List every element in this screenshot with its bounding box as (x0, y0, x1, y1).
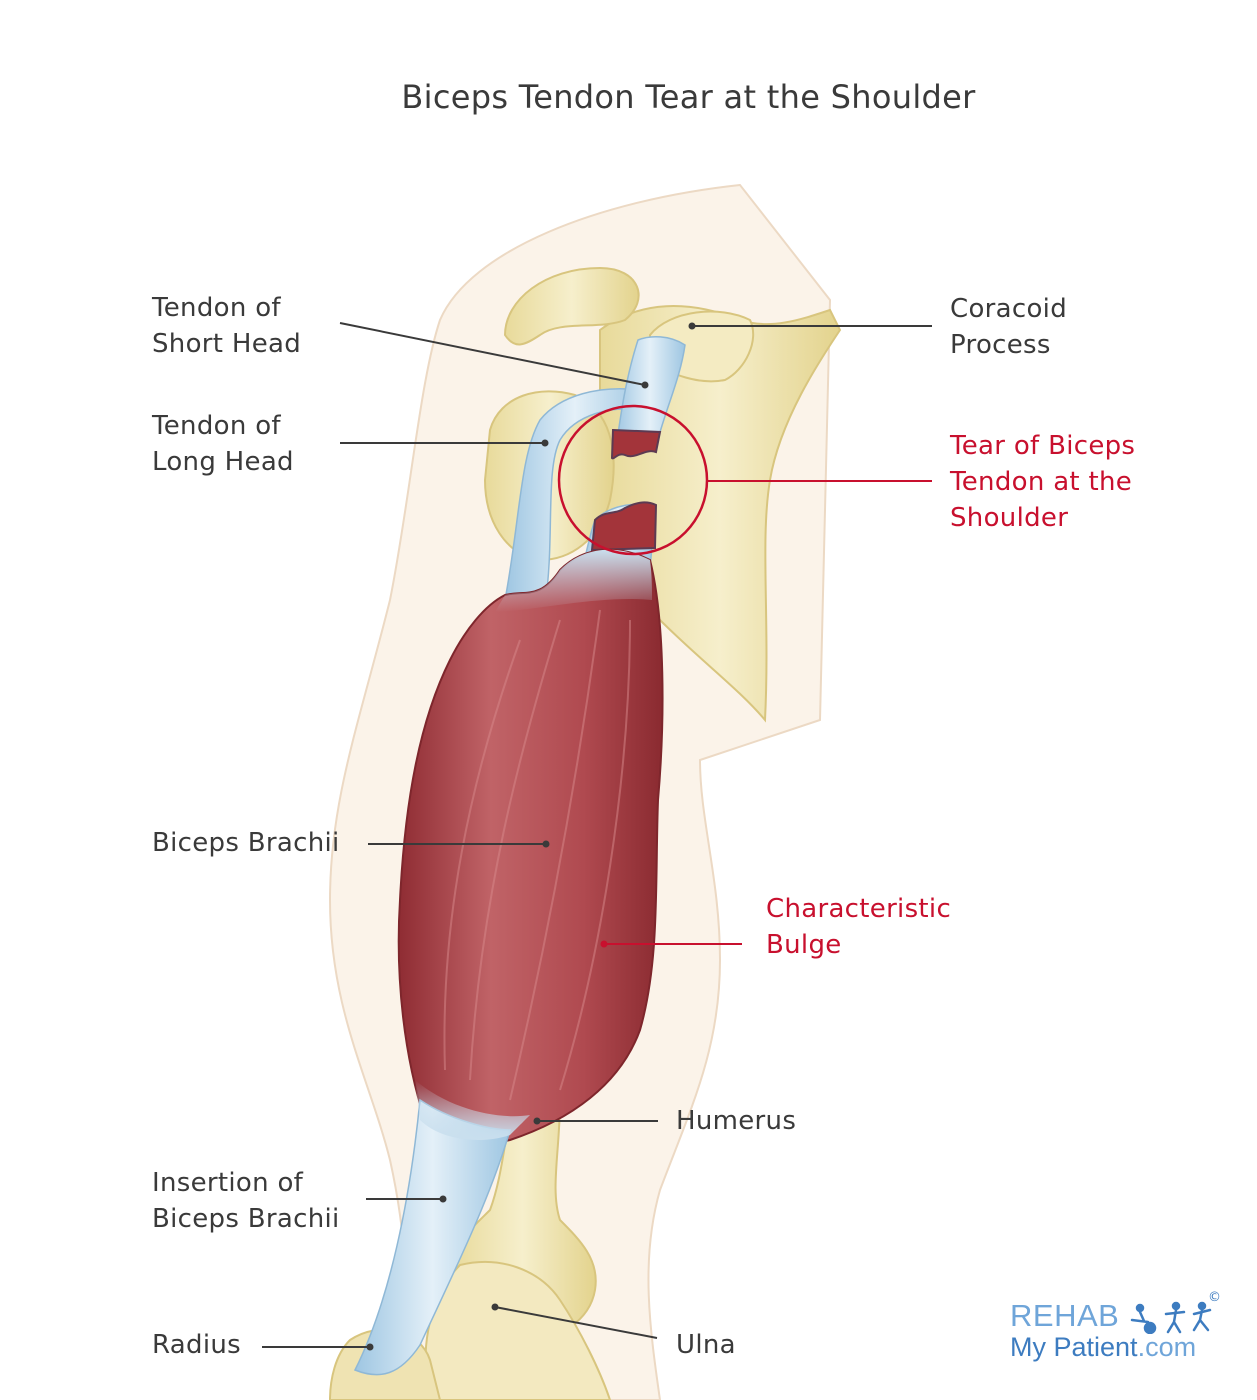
diagram-title: Biceps Tendon Tear at the Shoulder (401, 78, 976, 116)
label-long-head: Tendon of Long Head (152, 411, 294, 477)
label-ulna: Ulna (676, 1330, 736, 1360)
leader-long-head-dot (541, 439, 549, 447)
logo-line2-main: My Patient (1010, 1332, 1138, 1362)
leader-humerus-dot (533, 1117, 541, 1125)
leader-lines (262, 322, 932, 1351)
tear-edge-upper (610, 428, 662, 460)
label-biceps-brachii: Biceps Brachii (152, 828, 340, 858)
label-radius: Radius (152, 1330, 241, 1360)
logo-line1: REHAB (1010, 1298, 1120, 1333)
acromion-bone (503, 266, 640, 346)
leader-coracoid-dot (688, 322, 696, 330)
label-tear: Tear of Biceps Tendon at the Shoulder (950, 431, 1136, 533)
leader-ulna-dot (491, 1303, 499, 1311)
label-humerus: Humerus (676, 1106, 797, 1136)
leader-biceps-dot (542, 840, 550, 848)
leader-radius-dot (366, 1343, 374, 1351)
label-characteristic-bulge: Characteristic Bulge (766, 894, 952, 960)
leader-short-head-dot (641, 381, 649, 389)
rehab-my-patient-logo: REHAB © My Patient.com (1010, 1290, 1250, 1368)
logo-line2-domain: .com (1137, 1332, 1197, 1362)
label-coracoid-process: Coracoid Process (950, 294, 1068, 360)
leader-short-head (339, 322, 646, 386)
label-short-head: Tendon of Short Head (152, 293, 302, 359)
muscle-fibers (443, 609, 631, 1101)
leader-ulna (494, 1306, 658, 1339)
logo-copyright: © (1208, 1290, 1221, 1305)
label-insertion: Insertion of Biceps Brachii (152, 1168, 340, 1234)
muscle-top-fade (495, 549, 652, 612)
logo-figures-icon (1130, 1301, 1212, 1334)
leader-insertion-dot (439, 1195, 447, 1203)
muscle-bottom-fade (415, 1080, 530, 1140)
logo-line2: My Patient.com (1010, 1332, 1196, 1363)
tear-edge-lower (590, 501, 658, 552)
leader-bulge-dot (600, 940, 608, 948)
